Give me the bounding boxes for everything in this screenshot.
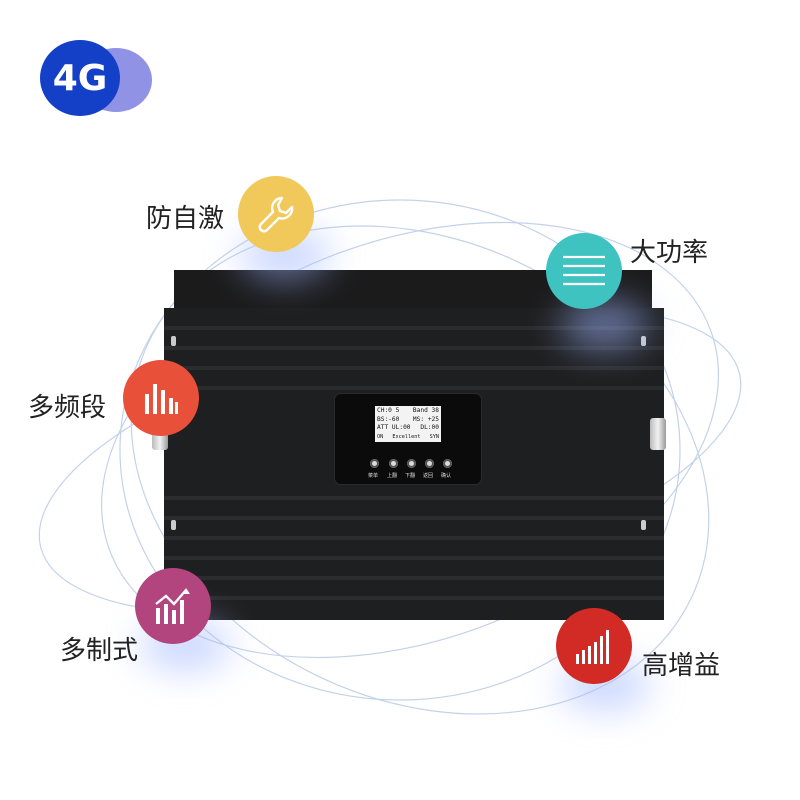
page-down-button-label: 下翻 (405, 473, 416, 479)
lcd-screen: CH:0 5 Band 38 BS:-60 MS: +25 ATT UL:00 DL:… (375, 406, 441, 442)
confirm-button-label: 确认 (441, 473, 452, 479)
screen-text: Excellent (392, 433, 421, 440)
back-button[interactable] (425, 459, 434, 468)
screen-text: Band 38 (412, 407, 439, 414)
menu-button[interactable] (370, 459, 379, 468)
bars-icon (123, 360, 199, 436)
screen-text: MS: +25 (412, 415, 439, 423)
mount-screw (641, 520, 646, 530)
feature-label-multi-standard: 多制式 (60, 636, 139, 666)
feature-label-multi-band: 多频段 (28, 393, 107, 423)
page-down-button[interactable] (407, 459, 416, 468)
glow (560, 300, 650, 350)
menu-button-label: 菜单 (368, 473, 379, 479)
feature-label-anti-oscillation: 防自激 (146, 204, 225, 234)
mount-screw (171, 336, 176, 346)
screen-text: BS:-60 (377, 415, 400, 423)
heat-fin (164, 346, 664, 350)
4g-badge-text: 4G (40, 40, 120, 116)
heat-fin (164, 496, 664, 500)
page-up-button-label: 上翻 (387, 473, 398, 479)
screen-text: SYN (429, 433, 439, 440)
screen-text: CH:0 5 (377, 407, 400, 414)
heat-fin (164, 576, 664, 580)
back-button-label: 返回 (423, 473, 434, 479)
heat-fin (164, 596, 664, 600)
screen-text: ON (377, 433, 384, 440)
heat-fin (164, 326, 664, 330)
antenna-connector-right (650, 418, 666, 450)
4g-badge: 4G (40, 40, 152, 116)
confirm-button[interactable] (443, 459, 452, 468)
mount-screw (641, 336, 646, 346)
feature-label-high-gain: 高增益 (642, 651, 721, 681)
ascending-bars-icon (556, 608, 632, 684)
feature-label-high-power: 大功率 (630, 238, 709, 268)
heat-fin (164, 516, 664, 520)
heat-fin (164, 536, 664, 540)
heat-fin (164, 556, 664, 560)
wrench-icon (238, 176, 314, 252)
heat-fin (164, 366, 664, 370)
layers-icon (546, 233, 622, 309)
page-up-button[interactable] (389, 459, 398, 468)
chart-growth-icon (135, 568, 211, 644)
screen-text: ATT UL:00 (377, 424, 411, 432)
mount-screw (171, 520, 176, 530)
screen-text: DL:00 (420, 424, 439, 432)
heat-fin (164, 386, 664, 390)
